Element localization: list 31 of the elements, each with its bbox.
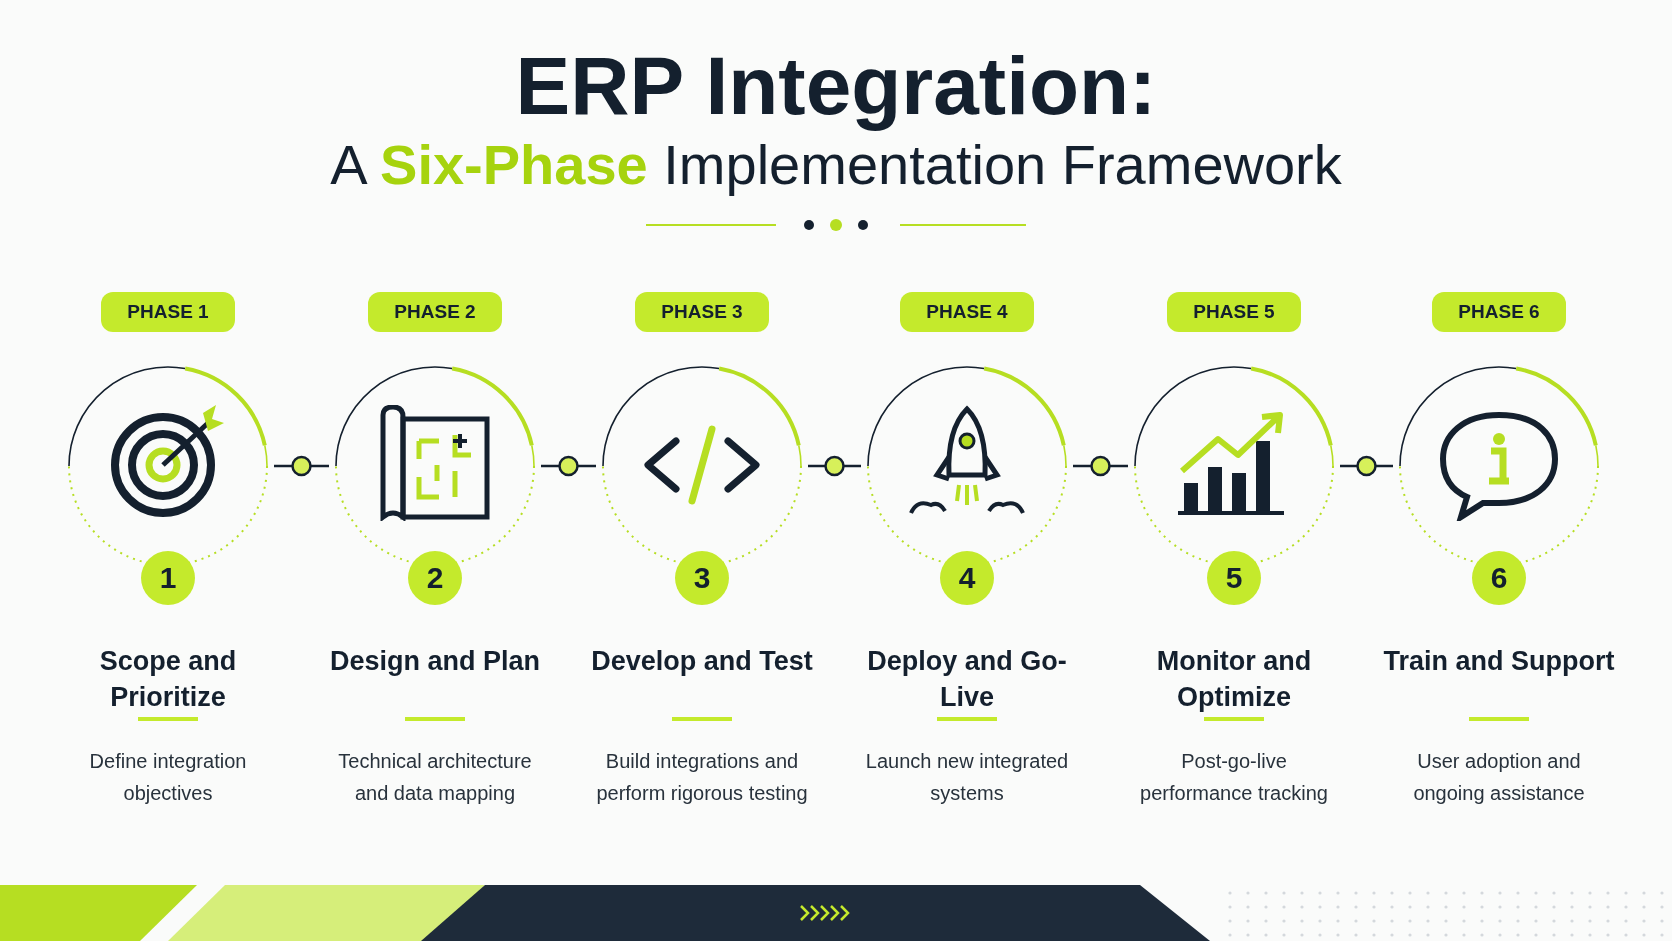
phase-title: Deploy and Go-Live [866,645,1068,714]
phase-description: Define integration objectives [88,749,248,806]
phase-tag: PHASE 6 [1432,292,1566,332]
phase-tag: PHASE 2 [368,292,502,332]
phase-description: User adoption and ongoing assistance [1412,749,1586,806]
step-number: 2 [408,551,462,605]
connector [808,455,861,477]
title: ERP Integration: [514,39,1158,133]
connector [1073,455,1128,477]
phase-description: Build integrations and perform rigorous testing [595,749,809,806]
phase-tag: PHASE 3 [635,292,769,332]
phase-description: Post-go-live performance tracking [1139,749,1329,806]
phase-tag: PHASE 5 [1167,292,1301,332]
connector [274,455,329,477]
connector [1340,455,1393,477]
step-number: 3 [675,551,729,605]
phase-title: Train and Support [1382,645,1616,678]
phase-title: Develop and Test [590,645,814,678]
phase-title: Design and Plan [328,645,541,678]
phase-description: Technical architecture and data mapping [337,749,533,806]
phase-title: Monitor and Optimize [1155,645,1313,714]
phase-description: Launch new integrated systems [864,749,1070,806]
connector [541,455,596,477]
subtitle: A Six-Phase Implementation Framework [329,132,1343,198]
phase-tag: PHASE 1 [101,292,235,332]
step-number: 5 [1207,551,1261,605]
step-number: 1 [141,551,195,605]
step-number: 6 [1472,551,1526,605]
phase-tag: PHASE 4 [900,292,1034,332]
step-number: 4 [940,551,994,605]
phase-title: Scope and Prioritize [98,645,238,714]
